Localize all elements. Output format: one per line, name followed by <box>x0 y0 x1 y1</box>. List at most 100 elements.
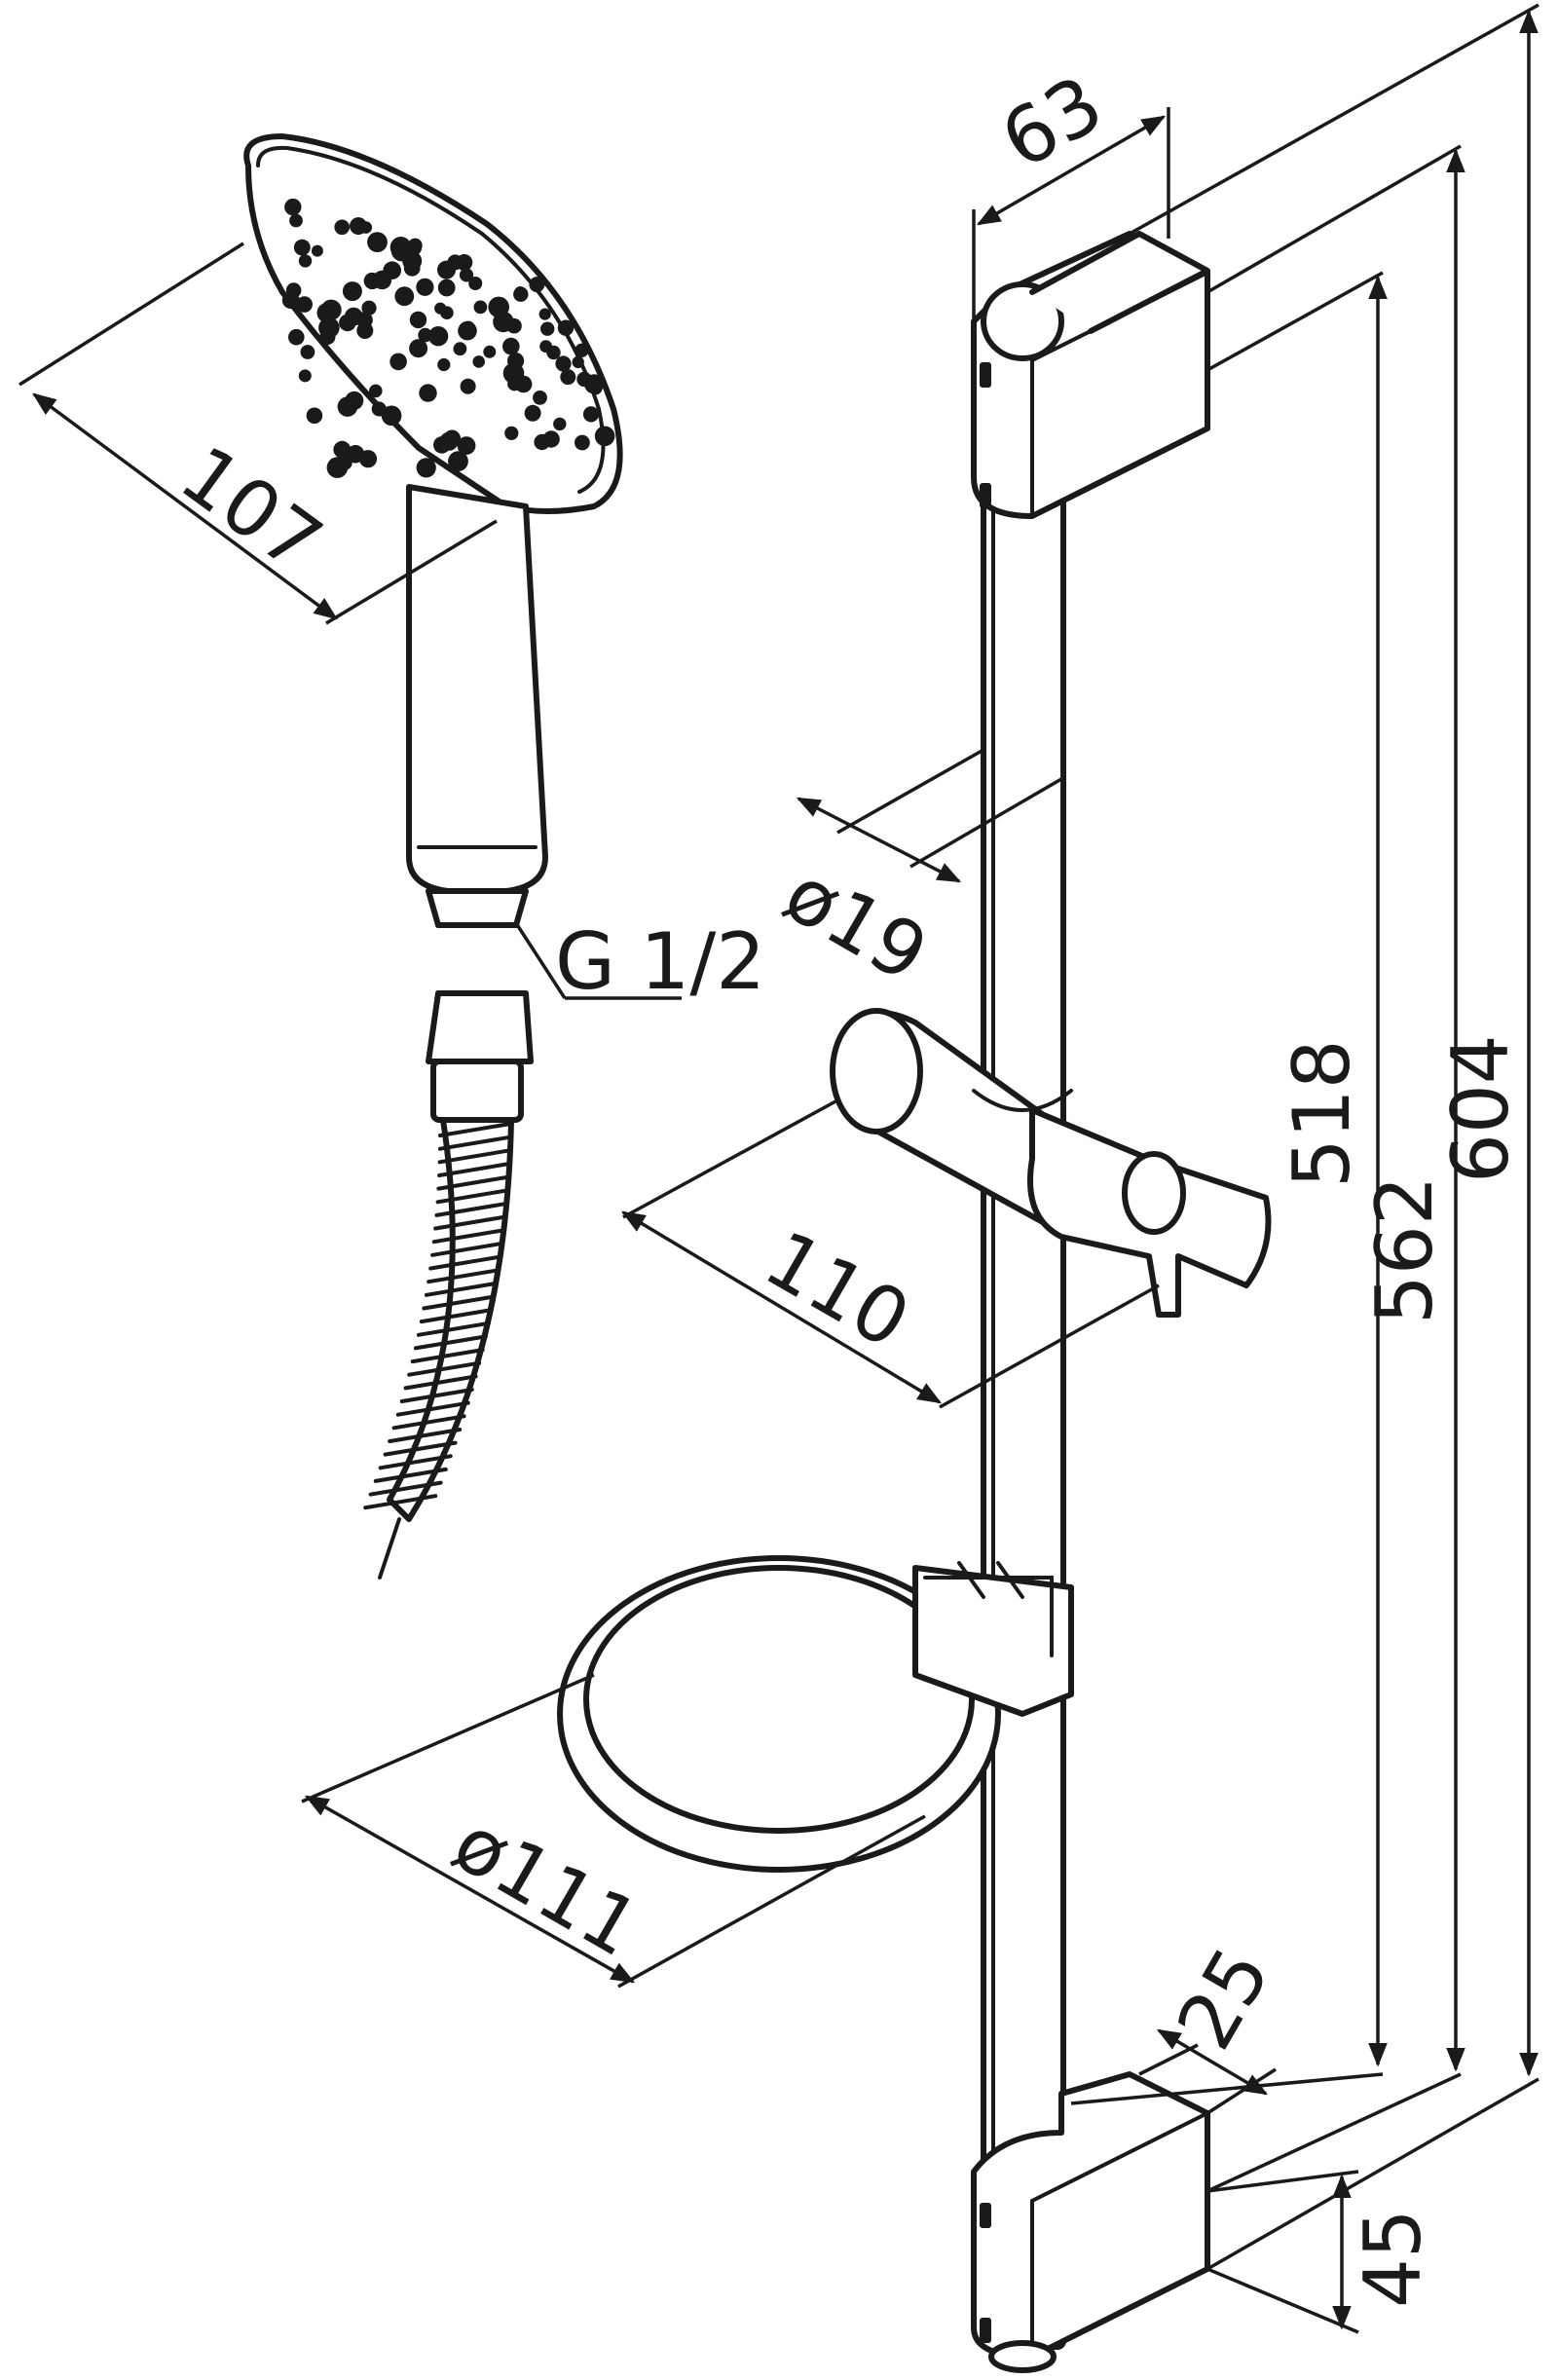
hose-ring <box>399 1388 474 1403</box>
hose-ring <box>403 1374 478 1391</box>
nozzle-dot <box>557 319 575 336</box>
shower-hose <box>363 990 534 1580</box>
nozzle-dot <box>448 451 468 471</box>
hose-ring <box>437 1148 512 1165</box>
nozzle-dot <box>416 278 434 296</box>
nozzle-dot <box>416 458 436 478</box>
hose-ring <box>363 1494 438 1510</box>
nozzle-dot <box>371 401 387 417</box>
nozzle-dot <box>390 237 412 258</box>
nozzle-dot <box>533 390 547 405</box>
nozzle-dot <box>437 279 456 297</box>
dim-height-604: 604 <box>1129 3 1539 2271</box>
nozzle-dot <box>555 355 572 372</box>
nozzle-dot <box>493 311 514 333</box>
hose-ring <box>434 1201 509 1217</box>
nozzle-dot <box>419 384 437 402</box>
nozzle-dot <box>437 357 451 372</box>
nozzle-dot <box>306 407 323 425</box>
nozzle-dot <box>403 259 421 277</box>
nozzle-dot <box>359 221 373 234</box>
bottom-wall-bracket <box>971 2071 1210 2373</box>
nozzle-dot <box>319 328 336 345</box>
nozzle-dot <box>538 308 551 320</box>
slide-rail <box>981 348 1066 2350</box>
dim-label-604: 604 <box>1435 1034 1526 1183</box>
nozzle-dot <box>588 381 603 395</box>
nozzle-dot <box>284 198 302 216</box>
dim-thread: G 1/2 <box>514 916 765 1007</box>
nozzle-dot <box>575 434 590 451</box>
nozzle-dot <box>575 343 589 357</box>
nozzle-dot <box>298 254 313 268</box>
nozzle-dot <box>337 396 358 417</box>
nozzle-dot <box>553 417 567 431</box>
nozzle-dot <box>281 291 300 310</box>
nozzle-dot <box>427 326 449 347</box>
hose-ring <box>410 1348 485 1364</box>
nozzle-dot <box>390 353 407 371</box>
dim-label-25: 25 <box>1160 1933 1287 2064</box>
dim-label-110: 110 <box>751 1213 925 1366</box>
dim-label-thread: G 1/2 <box>555 916 765 1007</box>
dim-height-518: 518 <box>1070 271 1388 2105</box>
nozzle-dot <box>358 450 378 468</box>
hose-ring <box>430 1241 505 1257</box>
nozzle-dot <box>507 353 525 370</box>
dim-label-518: 518 <box>1277 1039 1367 1188</box>
hose-ring <box>424 1281 499 1297</box>
nozzle-dot <box>300 345 315 359</box>
hose-ring <box>422 1294 497 1311</box>
hose-ring <box>413 1334 488 1351</box>
nozzle-dot <box>513 286 529 302</box>
hose-ring <box>407 1360 482 1377</box>
hose-ring <box>378 1454 453 1470</box>
nozzle-dot <box>394 286 415 307</box>
dim-label-107: 107 <box>165 428 338 589</box>
nozzle-dot <box>437 260 456 279</box>
hose-ring <box>427 1268 501 1284</box>
nozzle-dot <box>409 339 428 358</box>
hose-ring <box>435 1188 510 1205</box>
hose-ring <box>431 1228 506 1245</box>
nozzle-dot <box>504 426 519 440</box>
nozzle-dot <box>453 342 467 356</box>
hose-ring <box>438 1122 512 1137</box>
nozzle-dot <box>409 311 427 329</box>
nozzle-dot <box>576 371 592 388</box>
nozzle-dot <box>288 328 305 346</box>
hose-ring <box>416 1320 491 1337</box>
nozzle-dot <box>502 337 520 355</box>
nozzle-dot <box>433 436 451 454</box>
nozzle-dot <box>298 369 312 383</box>
dim-label-diameter-19: ø19 <box>770 848 943 1000</box>
dim-foot-height: 45 <box>1206 2170 1438 2334</box>
ring-holder <box>557 1555 1074 1873</box>
nozzle-dot <box>539 340 552 353</box>
nozzle-dot <box>311 244 323 257</box>
hose-ring <box>395 1400 470 1417</box>
nozzle-dot <box>350 310 362 322</box>
dim-label-45: 45 <box>1348 2209 1438 2308</box>
hose-ring <box>388 1428 463 1443</box>
nozzle-dot <box>524 404 541 422</box>
dim-height-562: 562 <box>1206 144 1465 2193</box>
nozzle-dot <box>534 433 550 451</box>
nozzle-dot <box>361 300 377 316</box>
nozzle-dot <box>472 355 486 368</box>
nozzle-dot <box>320 299 342 320</box>
nozzle-dot <box>381 405 402 427</box>
hose-ring <box>433 1214 508 1231</box>
nozzle-dot <box>460 378 476 394</box>
nozzle-dot <box>529 277 545 293</box>
hose-ring <box>391 1414 466 1431</box>
nozzle-dot <box>582 406 600 423</box>
nozzle-dot <box>473 300 488 315</box>
dim-label-562: 562 <box>1359 1175 1450 1324</box>
nozzle-dot <box>462 320 475 334</box>
dim-label-63: 63 <box>986 58 1118 186</box>
hose-ring <box>436 1174 511 1191</box>
hose-ring <box>383 1440 458 1457</box>
hose-ring <box>419 1308 494 1324</box>
